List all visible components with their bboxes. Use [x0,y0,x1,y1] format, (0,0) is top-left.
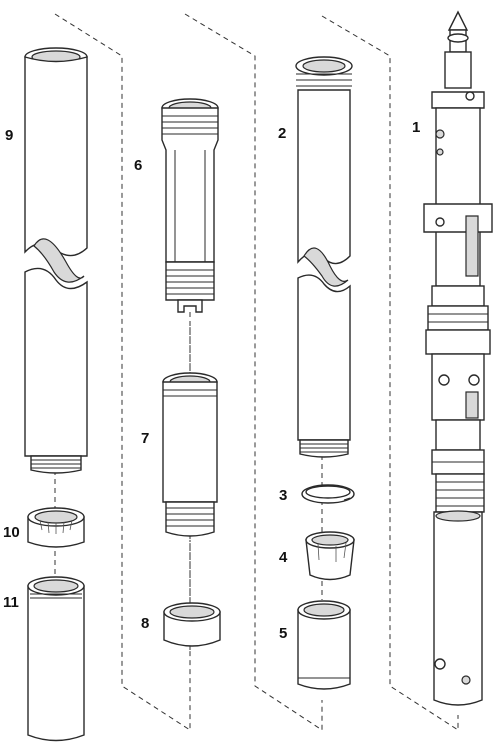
label-part-11: 11 [3,594,19,611]
part-2-core-tube [295,56,353,458]
part-10-ring [27,507,85,548]
part-1-head-assembly [423,10,493,706]
part-3-split-ring [301,484,355,504]
part-11-sleeve [27,576,85,742]
assembly-guide-lines [54,13,459,731]
part-labels: 1 2 3 4 5 6 7 8 9 10 11 [3,119,420,642]
part-5-bottom-sleeve [297,600,351,690]
label-part-9: 9 [5,127,13,144]
label-part-8: 8 [141,615,149,632]
part-8-collar [163,602,221,647]
part-7-connector-tube [162,372,218,537]
part-9-outer-tube [24,47,88,474]
label-part-2: 2 [278,125,286,142]
label-part-6: 6 [134,157,142,174]
part-6-inner-tube [161,98,219,313]
part-4-lifter-case [305,531,355,581]
label-part-5: 5 [279,625,287,642]
label-part-4: 4 [279,549,288,566]
label-part-3: 3 [279,487,287,504]
label-part-7: 7 [141,430,149,447]
label-part-10: 10 [3,524,20,541]
label-part-1: 1 [412,119,420,136]
